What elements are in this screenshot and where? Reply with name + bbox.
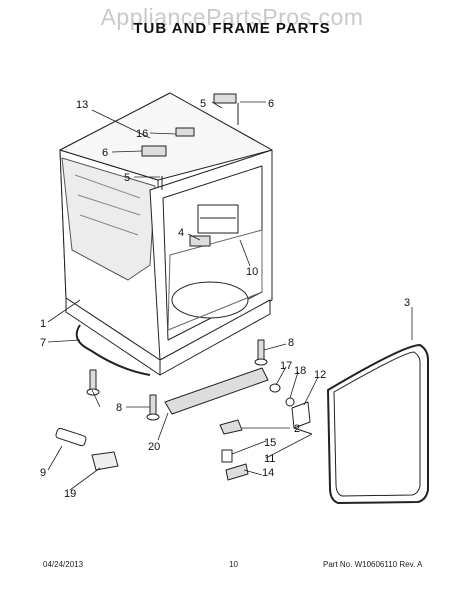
- mounting-bracket: [219, 419, 243, 435]
- callout-14: 14: [262, 467, 274, 479]
- callout-8-right: 8: [288, 337, 294, 349]
- leveling-leg-right: [254, 339, 268, 366]
- anti-tip-bracket: [291, 401, 313, 435]
- toe-brace: [164, 367, 269, 415]
- clip-14: [225, 463, 249, 481]
- callout-10: 10: [246, 266, 258, 278]
- callout-12: 12: [314, 369, 326, 381]
- callout-11: 11: [264, 453, 275, 465]
- footer-part-number: Part No. W10606110 Rev. A: [323, 560, 423, 569]
- watermark: AppliancePartsPros.com: [100, 4, 364, 30]
- screw-17: [269, 383, 281, 393]
- callout-8-left: 8: [116, 402, 122, 414]
- hinge-spring: [55, 427, 87, 447]
- callout-19: 19: [64, 488, 76, 500]
- callout-16: 16: [136, 128, 148, 140]
- tub-assembly: [59, 92, 273, 376]
- latch-strike: [175, 127, 195, 137]
- callout-5-top: 5: [200, 98, 206, 110]
- callout-4: 4: [178, 227, 184, 239]
- door-gasket: [327, 344, 429, 504]
- callout-6-top: 6: [268, 98, 274, 110]
- callout-5-left: 5: [124, 172, 130, 184]
- callout-15: 15: [264, 437, 276, 449]
- callout-20: 20: [148, 441, 160, 453]
- leveling-leg-center: [146, 394, 160, 421]
- callout-17: 17: [280, 360, 292, 372]
- callout-9: 9: [40, 467, 46, 479]
- callout-13: 13: [76, 99, 88, 111]
- callout-18: 18: [294, 365, 306, 377]
- callout-3: 3: [404, 297, 410, 309]
- page-title: TUB AND FRAME PARTS: [133, 20, 331, 37]
- leader-lines: [47, 101, 413, 491]
- callout-7: 7: [40, 337, 46, 349]
- callout-2: 2: [294, 423, 300, 435]
- footer-date: 04/24/2013: [43, 560, 84, 569]
- screw-18: [285, 397, 295, 407]
- callout-6-left: 6: [102, 147, 108, 159]
- drain-hose: [75, 324, 151, 376]
- clip-15: [221, 449, 233, 463]
- hinge-bracket-right: [213, 93, 239, 125]
- footer-page-number: 10: [229, 560, 238, 569]
- callout-1: 1: [40, 318, 46, 330]
- spring-cover: [91, 451, 119, 471]
